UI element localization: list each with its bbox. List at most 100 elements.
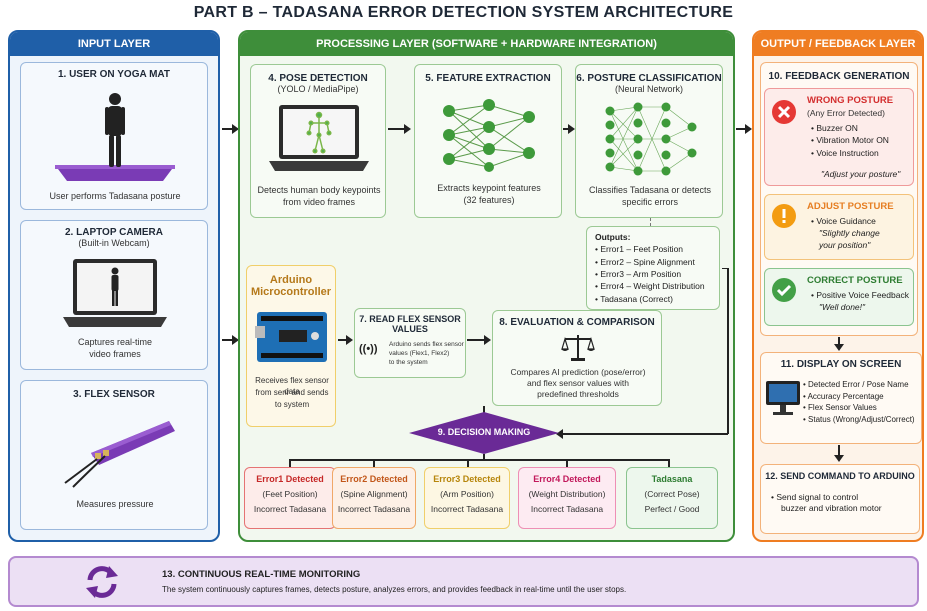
evaluation-card: 8. EVALUATION & COMPARISON Compares AI p… — [492, 310, 662, 406]
flex-sensor-card: 3. FLEX SENSOR Measures pressure — [20, 380, 208, 530]
branch-stem — [483, 454, 485, 460]
adjust-posture-item: Voice Guidance — [811, 215, 876, 227]
result-sub: (Weight Distribution) — [528, 489, 606, 499]
posture-classification-caption-2: specific errors — [621, 197, 678, 207]
arrow-pose-to-feature — [388, 128, 406, 130]
user-card: 1. USER ON YOGA MAT User performs Tadasa… — [20, 62, 208, 210]
branch-drop — [668, 459, 670, 467]
wrong-posture-item: Voice Instruction — [811, 147, 889, 159]
flex-sensor-icon — [64, 421, 175, 488]
outputs-title: Outputs: — [595, 232, 631, 242]
display-title: 11. DISPLAY ON SCREEN — [780, 359, 902, 370]
connector-outputs-vertical — [727, 268, 729, 434]
result-card-error3: Error3 Detected (Arm Position) Incorrect… — [424, 467, 510, 529]
monitor-icon — [766, 381, 800, 415]
display-card: 11. DISPLAY ON SCREEN Detected Error / P… — [760, 352, 922, 444]
camera-card-sub: (Built-in Webcam) — [78, 238, 150, 248]
input-layer-heading: INPUT LAYER — [10, 32, 218, 56]
arrow-feedback-to-display — [838, 337, 840, 346]
adjust-posture-quote-1: "Slightly change — [819, 228, 880, 238]
outputs-box: Outputs: Error1 – Feet Position Error2 –… — [586, 226, 720, 310]
balance-scale-icon — [561, 335, 595, 361]
result-title: Tadasana — [651, 474, 693, 484]
pose-detection-sub: (YOLO / MediaPipe) — [277, 84, 359, 94]
user-card-caption: User performs Tadasana posture — [49, 191, 181, 201]
result-title: Error3 Detected — [433, 474, 501, 484]
result-sub: (Correct Pose) — [644, 489, 700, 499]
arrow-input-to-arduino — [222, 339, 234, 341]
neural-network-icon — [443, 99, 535, 172]
result-card-error4: Error4 Detected (Weight Distribution) In… — [518, 467, 616, 529]
send-command-card: 12. SEND COMMAND TO ARDUINO Send signal … — [760, 464, 920, 534]
result-title: Error4 Detected — [533, 474, 601, 484]
monitoring-caption: The system continuously captures frames,… — [162, 585, 627, 594]
arduino-caption-2: from senr and sends — [255, 388, 329, 397]
arrow-processing-to-output — [736, 128, 748, 130]
error-x-icon — [772, 100, 796, 124]
posture-classification-title: 6. POSTURE CLASSIFICATION — [576, 73, 722, 84]
arrowhead — [232, 124, 239, 134]
signal-icon: ((•)) — [359, 343, 378, 355]
arrow-arduino-to-read — [338, 339, 348, 341]
arduino-board-icon — [255, 312, 327, 362]
feedback-generation-title: 10. FEEDBACK GENERATION — [768, 71, 910, 82]
result-sub2: Incorrect Tadasana — [430, 504, 504, 514]
feature-extraction-caption-2: (32 features) — [463, 195, 515, 205]
arduino-caption-1: Receives flex sensor data — [255, 376, 329, 396]
decision-title: 9. DECISION MAKING — [437, 427, 531, 437]
outputs-item: Error1 – Feet Position — [595, 243, 711, 255]
result-sub: (Arm Position) — [440, 489, 494, 499]
wrong-posture-quote: "Adjust your posture" — [821, 169, 901, 179]
branch-bar — [289, 459, 669, 461]
feature-extraction-caption-1: Extracts keypoint features — [437, 183, 541, 193]
wrong-posture-sub: (Any Error Detected) — [807, 108, 885, 118]
evaluation-title: 8. EVALUATION & COMPARISON — [499, 317, 655, 328]
arrowhead — [568, 124, 575, 134]
adjust-posture-quote-2: your position" — [819, 240, 871, 250]
correct-posture-list: Positive Voice Feedback — [811, 289, 909, 301]
processing-layer-heading: PROCESSING LAYER (SOFTWARE + HARDWARE IN… — [240, 32, 733, 56]
evaluation-caption-3: predefined thresholds — [537, 389, 619, 399]
feature-extraction-card: 5. FEATURE EXTRACTION Extracts keypoint … — [414, 64, 562, 218]
display-item: Flex Sensor Values — [803, 402, 915, 414]
wrong-posture-box: WRONG POSTURE (Any Error Detected) Buzze… — [764, 88, 914, 186]
wrong-posture-item: Buzzer ON — [811, 122, 889, 134]
monitoring-bar: 13. CONTINUOUS REAL-TIME MONITORING The … — [8, 556, 919, 607]
branch-drop — [467, 459, 469, 467]
arduino-caption-3: to system — [274, 400, 310, 409]
arrowhead — [346, 335, 353, 345]
connector-classify-outputs — [650, 218, 651, 226]
refresh-cycle-icon — [86, 566, 118, 598]
branch-drop — [373, 459, 375, 467]
arrowhead — [232, 335, 239, 345]
adjust-posture-title: ADJUST POSTURE — [807, 201, 894, 212]
result-sub2: Incorrect Tadasana — [337, 504, 411, 514]
adjust-posture-list: Voice Guidance — [811, 215, 876, 227]
read-flex-card: 7. READ FLEX SENSOR VALUES ((•)) Arduino… — [354, 308, 466, 378]
decision-diamond — [409, 412, 559, 454]
flex-sensor-card-title: 3. FLEX SENSOR — [73, 389, 155, 400]
read-flex-caption-3: to the system — [389, 359, 428, 366]
outputs-item: Error2 – Spine Alignment — [595, 256, 711, 268]
wrong-posture-item: Vibration Motor ON — [811, 134, 889, 146]
arrow-read-to-eval — [467, 339, 485, 341]
arrowhead — [404, 124, 411, 134]
posture-classification-card: 6. POSTURE CLASSIFICATION (Neural Networ… — [575, 64, 723, 218]
pose-detection-title: 4. POSE DETECTION — [268, 73, 368, 84]
laptop-skeleton-icon — [269, 105, 369, 171]
output-layer-heading: OUTPUT / FEEDBACK LAYER — [754, 32, 922, 56]
result-title: Error2 Detected — [340, 474, 408, 484]
outputs-item: Error4 – Weight Distribution — [595, 280, 711, 292]
send-command-item: Send signal to control — [771, 491, 858, 503]
read-flex-caption-2: values (Flex1, Flex2) — [389, 350, 450, 357]
camera-card-title: 2. LAPTOP CAMERA — [65, 227, 163, 238]
yoga-mat-person-icon — [55, 93, 175, 181]
wrong-posture-title: WRONG POSTURE — [807, 95, 894, 106]
evaluation-caption-1: Compares AI prediction (pose/error) — [510, 367, 646, 377]
arrowhead — [556, 429, 563, 439]
result-sub2: Perfect / Good — [644, 504, 700, 514]
check-icon — [772, 278, 796, 302]
outputs-item: Error3 – Arm Position — [595, 268, 711, 280]
laptop-icon — [63, 259, 167, 327]
arduino-card: Arduino Microcontroller Receives flex se… — [246, 265, 336, 427]
